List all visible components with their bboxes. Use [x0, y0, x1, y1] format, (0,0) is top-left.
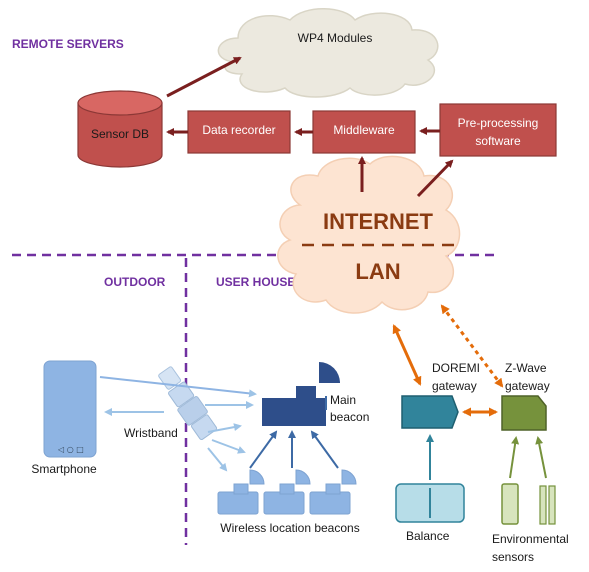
environmental-sensor-part — [548, 485, 556, 525]
region-label-remote-servers: REMOTE SERVERS — [12, 37, 124, 51]
wireless-location-beacons: Wireless location beacons — [217, 469, 360, 535]
wristband-label: Wristband — [124, 426, 178, 440]
arrow-beacon-to-main — [310, 430, 339, 469]
location-beacon — [309, 469, 357, 515]
wristband-device: Wristband — [124, 366, 218, 441]
sensor-db-cylinder: Sensor DB — [77, 90, 163, 168]
beacon-antenna-icon — [249, 469, 265, 485]
location-beacon — [217, 469, 265, 515]
smartphone-label: Smartphone — [31, 462, 97, 476]
arrow-smartphone-to-main-beacon — [99, 376, 257, 398]
wristband-segment — [168, 381, 195, 408]
wp4-modules-cloud: WP4 Modules — [217, 8, 439, 98]
arrow-wristband-signal — [207, 423, 242, 433]
environmental-sensor — [501, 483, 519, 525]
main-beacon-device: Main beacon — [262, 362, 369, 426]
arrow-db-to-wp4 — [166, 56, 242, 98]
zwave-gateway-label-line2: gateway — [505, 379, 550, 393]
main-beacon-label-line1: Main — [330, 393, 356, 407]
doremi-gateway-label-line2: gateway — [432, 379, 477, 393]
doremi-gateway-label-line1: DOREMI — [432, 361, 480, 375]
arrow-lan-zwave-bidirectional — [440, 304, 504, 388]
balance-device: Balance — [395, 483, 465, 543]
data-recorder-label: Data recorder — [202, 123, 275, 137]
arrow-beacon-to-main — [249, 430, 278, 469]
main-beacon-top — [296, 386, 316, 400]
location-beacon — [263, 469, 311, 515]
wireless-location-beacons-label: Wireless location beacons — [220, 521, 359, 535]
data-recorder-box: Data recorder — [187, 110, 291, 154]
wristband-segment — [177, 396, 208, 426]
preprocessing-software-box: Pre-processing software — [439, 103, 557, 157]
zwave-gateway-label-line1: Z-Wave — [505, 361, 547, 375]
region-label-user-house: USER HOUSE — [216, 275, 295, 289]
lan-label: LAN — [355, 259, 400, 284]
arrow-lan-doremi-bidirectional — [392, 324, 422, 386]
environmental-sensors-label-line2: sensors — [492, 550, 534, 564]
environmental-sensors-label-line1: Environmental — [492, 532, 569, 546]
sensor-db-label: Sensor DB — [91, 127, 149, 141]
smartphone-nav-icons: ◁ ○ □ — [57, 445, 84, 454]
arrow-internet-to-preproc — [416, 159, 454, 198]
preprocessing-label-line1: Pre-processing — [458, 116, 539, 130]
beacon-antenna-icon — [341, 469, 357, 485]
internet-lan-cloud: INTERNET LAN — [277, 155, 461, 314]
smartphone-device: ◁ ○ □ Smartphone — [31, 360, 97, 476]
middleware-box: Middleware — [312, 110, 416, 154]
environmental-sensor-part — [539, 485, 547, 525]
environmental-sensors: Environmental sensors — [492, 483, 569, 564]
region-label-outdoor: OUTDOOR — [104, 275, 166, 289]
middleware-label: Middleware — [333, 123, 395, 137]
main-beacon-body — [262, 398, 326, 426]
internet-label: INTERNET — [323, 209, 434, 234]
arrow-wristband-signal — [211, 439, 246, 454]
wristband-segment — [190, 414, 218, 441]
balance-label: Balance — [406, 529, 450, 543]
arrow-wristband-signal — [207, 447, 228, 472]
arrow-sensor-to-zwave — [535, 436, 547, 479]
wp4-modules-label: WP4 Modules — [298, 31, 373, 45]
arrow-sensor-to-zwave — [509, 436, 520, 479]
zwave-gateway-device: Z-Wave gateway — [501, 361, 550, 431]
main-beacon-antenna-icon — [319, 362, 340, 383]
main-beacon-label-line2: beacon — [330, 410, 369, 424]
preprocessing-label-line2: software — [475, 134, 521, 148]
beacon-antenna-icon — [295, 469, 311, 485]
